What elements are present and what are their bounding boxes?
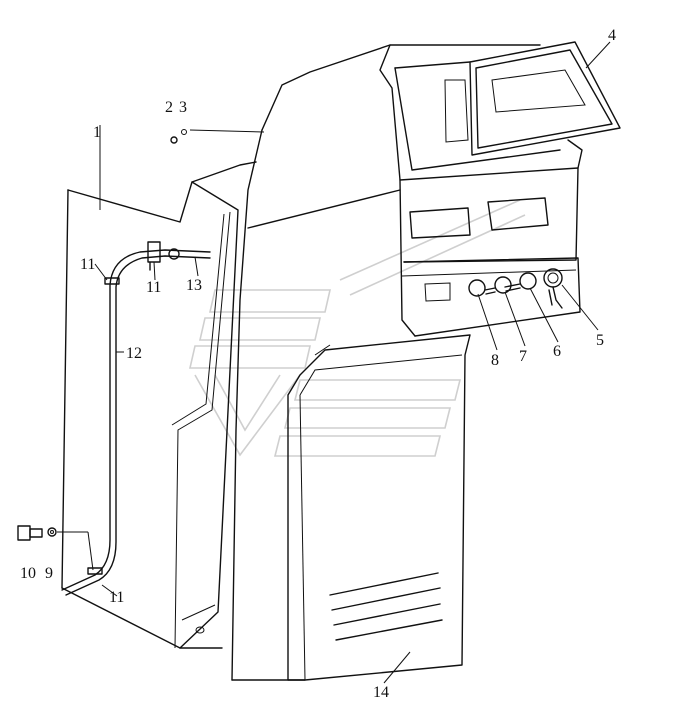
callout-13: 13 xyxy=(186,277,202,294)
key-switch xyxy=(543,268,563,309)
callout-10: 10 xyxy=(20,565,36,582)
side-panel xyxy=(61,161,257,649)
washer-9 xyxy=(47,527,57,537)
callout-14: 14 xyxy=(373,684,389,701)
clamp-lower xyxy=(87,567,103,575)
clamp-upper xyxy=(104,277,120,285)
callout-11-bottom: 11 xyxy=(109,589,124,606)
callout-3: 3 xyxy=(179,99,187,116)
callouts: 1 2 3 4 5 6 7 8 9 10 11 11 11 12 13 14 xyxy=(20,27,616,701)
cable-clamp xyxy=(147,241,161,271)
cable-fitting xyxy=(168,248,180,260)
callout-12: 12 xyxy=(126,345,142,362)
instrument-monitor xyxy=(469,41,621,156)
callout-5: 5 xyxy=(596,332,604,349)
callout-6: 6 xyxy=(553,343,561,360)
callout-11-middle: 11 xyxy=(146,279,161,296)
bolt-10 xyxy=(17,525,43,541)
cable-assembly xyxy=(61,241,211,596)
callout-2: 2 xyxy=(165,99,173,116)
leader-lines xyxy=(57,41,611,684)
callout-8: 8 xyxy=(491,352,499,369)
callout-11-top: 11 xyxy=(80,256,95,273)
washer-3 xyxy=(181,129,187,135)
callout-4: 4 xyxy=(608,27,616,44)
switch-7 xyxy=(484,276,512,295)
console-housing xyxy=(231,44,583,681)
switch-8 xyxy=(468,279,486,297)
lower-cover xyxy=(287,334,471,681)
bolt-2 xyxy=(170,136,178,144)
callout-1: 1 xyxy=(93,124,101,141)
callout-9: 9 xyxy=(45,565,53,582)
callout-7: 7 xyxy=(519,348,527,365)
